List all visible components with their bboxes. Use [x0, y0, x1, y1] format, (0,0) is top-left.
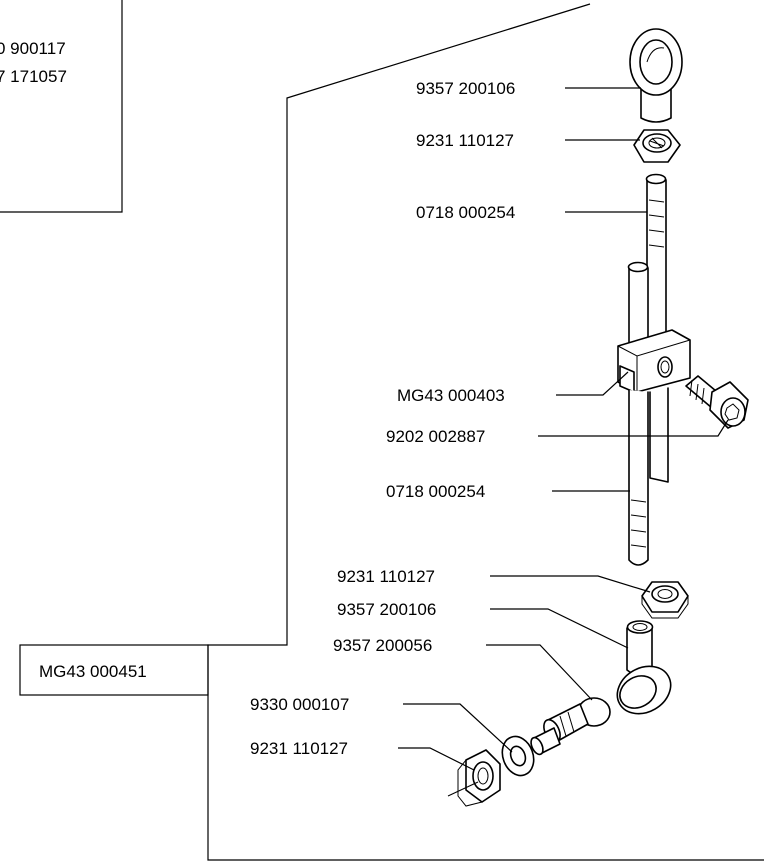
- banjo-fitting-top: [629, 28, 683, 123]
- callout-banjo-top: 9357 200106: [416, 79, 515, 98]
- callout-cap-screw: 9202 002887: [386, 427, 485, 446]
- callout-nut-middle: 9231 110127: [337, 567, 435, 586]
- threaded-rod-upper: [645, 173, 667, 353]
- callout-rod-top: 0718 000254: [416, 203, 515, 222]
- top-left-box-line1: 0 900117: [0, 39, 66, 58]
- washer: [501, 735, 535, 777]
- cap-screw: [685, 375, 749, 429]
- top-left-box: 0 900117 7 171057: [0, 0, 123, 213]
- callout-clamp-block: MG43 000403: [397, 386, 505, 405]
- top-left-box-line2: 7 171057: [0, 67, 67, 86]
- leader-lines: [398, 87, 729, 771]
- ball-stud: [530, 697, 611, 756]
- assembly-label-box: MG43 000451: [19, 644, 209, 696]
- rod-leg-right: [649, 387, 669, 483]
- callout-nut-top: 9231 110127: [416, 131, 514, 150]
- hex-nut-middle: [641, 581, 689, 619]
- clamp-block: [617, 329, 691, 393]
- hex-nut-top: [633, 129, 681, 163]
- assembly-label: MG43 000451: [39, 662, 147, 681]
- detail-frame: [207, 3, 764, 861]
- callout-nut-bottom: 9231 110127: [250, 739, 348, 758]
- threaded-rod-lower: [628, 389, 649, 566]
- banjo-fitting-bottom: [616, 620, 672, 715]
- threaded-rod-rear: [627, 261, 649, 349]
- callout-washer: 9330 000107: [250, 695, 349, 714]
- callout-labels: 9357 200106 9231 110127 0718 000254 MG43…: [250, 79, 515, 758]
- hex-nut-bottom: [447, 749, 501, 807]
- callout-banjo-bottom: 9357 200106: [337, 600, 436, 619]
- callout-rod-lower: 0718 000254: [386, 482, 485, 501]
- callout-ball-stud: 9357 200056: [333, 636, 432, 655]
